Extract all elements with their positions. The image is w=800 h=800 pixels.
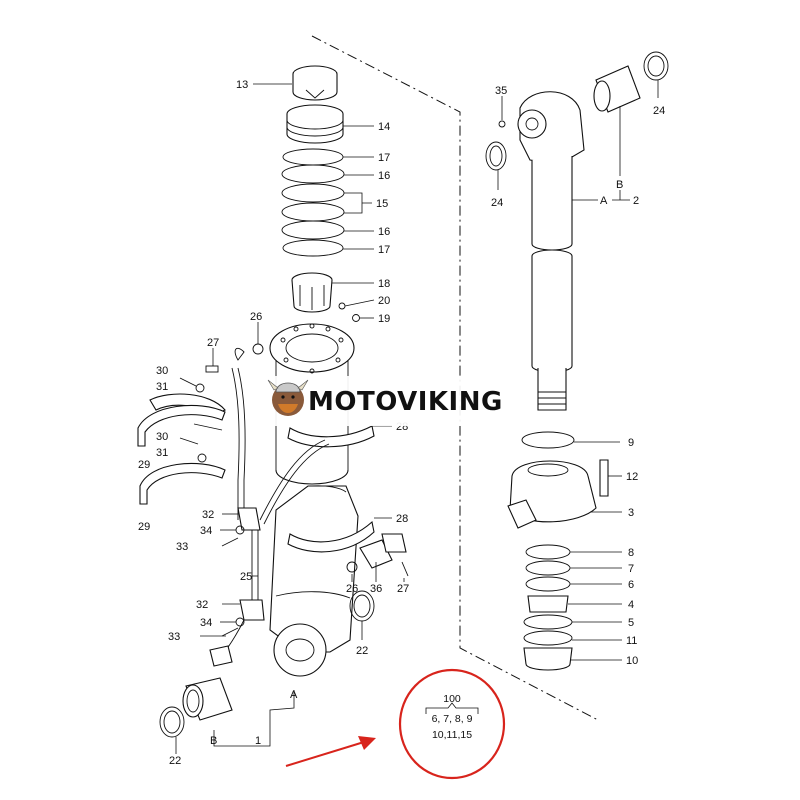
bushings-left [159, 590, 375, 738]
callout-24a: 24 [653, 105, 665, 117]
callout-34a: 34 [200, 525, 212, 537]
callout-24b: 24 [491, 197, 503, 209]
callout-26a: 26 [250, 311, 262, 323]
callout-4: 4 [628, 599, 634, 611]
callout-25: 25 [240, 571, 252, 583]
callout-19: 19 [378, 313, 390, 325]
viking-logo [267, 379, 309, 416]
kit-parts-line1: 6, 7, 8, 9 [432, 713, 473, 725]
callout-8: 8 [628, 547, 634, 559]
callout-27b: 27 [397, 583, 409, 595]
fasteners [179, 343, 409, 637]
cushion-bearing-18 [291, 272, 333, 313]
callout-15: 15 [376, 198, 388, 210]
callout-7: 7 [628, 563, 634, 575]
callout-9: 9 [628, 437, 634, 449]
callout-28b: 28 [396, 513, 408, 525]
callout-16b: 16 [378, 226, 390, 238]
callout-29b: 29 [138, 521, 150, 533]
callout-35: 35 [495, 85, 507, 97]
callout-12: 12 [626, 471, 638, 483]
cylinder-head-3 [507, 431, 609, 529]
rod-head [498, 91, 585, 165]
seal-rings [281, 148, 345, 257]
callout-31a: 31 [156, 381, 168, 393]
callout-26b: 26 [346, 583, 358, 595]
callout-30b: 30 [156, 431, 168, 443]
piston-nut-13 [292, 65, 338, 101]
callout-A1: A [290, 689, 298, 701]
callout-33b: 33 [168, 631, 180, 643]
callout-B2: B [616, 179, 623, 191]
kit-parts-line2: 10,11,15 [432, 729, 472, 741]
callout-14: 14 [378, 121, 390, 133]
callout-A2: A [600, 195, 608, 207]
hydraulic-hoses [209, 347, 330, 667]
callout-22b: 22 [169, 755, 181, 767]
callout-34b: 34 [200, 617, 212, 629]
callout-31b: 31 [156, 447, 168, 459]
callout-33a: 33 [176, 541, 188, 553]
callout-17b: 17 [378, 244, 390, 256]
callout-22a: 22 [356, 645, 368, 657]
callout-labels: 13 14 17 16 15 16 17 18 20 19 26 27 30 3… [138, 79, 665, 767]
callout-17a: 17 [378, 152, 390, 164]
kit-brace [425, 702, 479, 714]
callout-2: 2 [633, 195, 639, 207]
rod-bushings [485, 51, 669, 171]
callout-5: 5 [628, 617, 634, 629]
red-arrow [285, 736, 376, 767]
callout-13: 13 [236, 79, 248, 91]
callout-B1: B [210, 735, 217, 747]
callout-16a: 16 [378, 170, 390, 182]
head-seals [523, 544, 573, 671]
callout-36: 36 [370, 583, 382, 595]
swing-bracket-body [269, 323, 359, 677]
kit-number: 100 [443, 693, 461, 705]
callout-3: 3 [628, 507, 634, 519]
brand-name: MOTOVIKING [308, 387, 503, 417]
callout-27a: 27 [207, 337, 219, 349]
callout-11: 11 [626, 635, 637, 647]
kit-highlight-circle [398, 668, 506, 780]
callout-20: 20 [378, 295, 390, 307]
piston-14 [286, 104, 344, 144]
callout-6: 6 [628, 579, 634, 591]
hose-clamps [137, 393, 375, 553]
callout-29a: 29 [138, 459, 150, 471]
seal-kit-callout: 100 6, 7, 8, 9 10,11,15 [398, 668, 506, 780]
callout-10: 10 [626, 655, 638, 667]
callout-32a: 32 [202, 509, 214, 521]
piston-rod [531, 156, 573, 411]
callout-32b: 32 [196, 599, 208, 611]
callout-1: 1 [255, 735, 261, 747]
brand-banner: MOTOVIKING [264, 376, 530, 426]
callout-30a: 30 [156, 365, 168, 377]
callout-18: 18 [378, 278, 390, 290]
stop-ring-19-20 [338, 302, 360, 322]
